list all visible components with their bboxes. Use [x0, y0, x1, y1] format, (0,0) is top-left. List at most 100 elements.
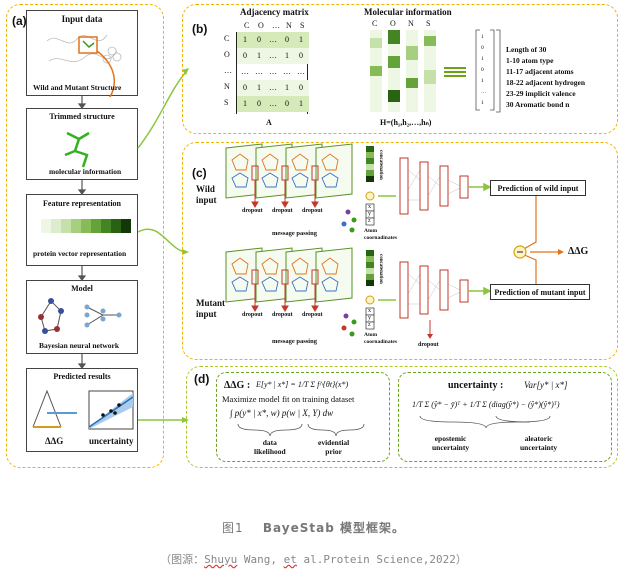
trimmed-structure-box: Trimmed structure molecular information [26, 108, 138, 180]
matrix-cell: 1 [285, 83, 289, 92]
mol-header-n: N [408, 19, 414, 28]
mol-header-c: C [372, 19, 378, 28]
matrix-cell: 1 [243, 35, 247, 44]
aleatoric-label: aleatoric uncertainty [520, 434, 558, 452]
results-plots-icon [32, 389, 134, 430]
matrix-cell: … [283, 67, 291, 76]
figure-source: （图源：Shuyu Wang, et al.Protein Science,20… [0, 551, 627, 567]
row-header-dots: … [224, 66, 232, 75]
mol-header-s: S [426, 19, 431, 28]
vector-entry: 1 [481, 34, 484, 40]
matrix-cell: 1 [243, 99, 247, 108]
h-formula: H=(h₁,h₂,…,hₙ) [380, 118, 432, 127]
legend-line: 1-10 atom type [506, 56, 554, 65]
source-et: et [283, 553, 297, 566]
uncertainty-result-label: uncertainty [89, 436, 134, 446]
vector-entries: 1 0 1 0 1 … 1 [481, 32, 487, 109]
predicted-results-box: Predicted results ΔΔG uncertainty [26, 368, 138, 452]
matrix-cell: 1 [285, 51, 289, 60]
source-prefix: （图源： [160, 553, 205, 566]
molecular-info-label: molecular information [49, 167, 122, 176]
source-author: Shuyu [204, 553, 238, 566]
matrix-cell: 1 [299, 35, 303, 44]
matrix-label: A [266, 118, 272, 127]
variance-formula: Var[y* | x*] [524, 380, 568, 390]
input-data-box: Input data Wild and Mutant Structure [26, 10, 138, 97]
figure-caption: 图1 BayeStab 模型框架。 [0, 519, 627, 536]
matrix-cell: 0 [243, 51, 247, 60]
gradient-vector-icon [41, 219, 131, 233]
matrix-cell: 0 [257, 99, 261, 108]
panel-c [182, 142, 618, 360]
matrix-row: 1 0 … 0 1 [237, 96, 307, 112]
vector-entry: 1 [481, 56, 484, 62]
coord-y: y [368, 211, 371, 217]
row-header-c: C [224, 34, 230, 43]
legend-line: 11-17 adjacent atoms [506, 67, 574, 76]
wild-mutant-label: Wild and Mutant Structure [33, 83, 122, 92]
figure-number: 图1 [222, 521, 244, 535]
matrix-cell: … [269, 35, 277, 44]
col-header-n: N [286, 21, 292, 30]
ddg-output-label: ΔΔG [568, 246, 589, 257]
message-passing-label: message passing [272, 338, 317, 345]
matrix-cell: … [255, 67, 263, 76]
matrix-cell: … [241, 67, 249, 76]
mutant-input-label: Mutant input [196, 298, 225, 319]
vector-entry: 0 [481, 45, 484, 51]
dropout-label: dropout [242, 312, 263, 318]
coord-y: y [368, 315, 371, 321]
integral-formula: ∫ p(y* | x*, w) p(w | X, Y) dw [230, 408, 334, 418]
bnn-label: Bayesian neural network [39, 341, 120, 350]
feature-representation-box: Feature representation protein vector re… [26, 194, 138, 266]
molinfo-title: Molecular information [364, 7, 452, 17]
matrix-cell: 0 [257, 35, 261, 44]
matrix-cell: 1 [257, 83, 261, 92]
panel-d [186, 366, 618, 468]
prediction-mutant-box: Prediction of mutant input [490, 284, 590, 300]
epistemic-label: epostemic uncertainty [432, 434, 470, 452]
matrix-cell: … [269, 67, 277, 76]
row-header-s: S [224, 98, 229, 107]
dropout-label: dropout [272, 312, 293, 318]
col-header-s: S [300, 21, 305, 30]
network-graph-icon [38, 298, 122, 334]
atom-coordinates-label: Atom coornadinates [364, 228, 397, 241]
concatenation-label: concatenation [378, 254, 383, 284]
panel-d-label: (d) [194, 372, 210, 386]
mol-header-o: O [390, 19, 396, 28]
uncertainty-formula-label: uncertainty : [448, 380, 504, 391]
source-mid: Wang, [237, 553, 284, 566]
panel-b [182, 4, 618, 134]
ddg-formula-label: ΔΔG : [224, 380, 251, 391]
figure-caption-text: BayeStab 模型框架。 [262, 521, 405, 535]
message-passing-label: message passing [272, 230, 317, 237]
matrix-row: 0 1 … 1 0 [237, 80, 307, 96]
ddg-formula: E[y* | x*] = 1/T Σ f^{θt}(x*) [256, 380, 349, 389]
matrix-cell: … [297, 67, 305, 76]
ddg-result-label: ΔΔG [45, 436, 64, 446]
adjacency-title: Adjacency matrix [240, 7, 309, 17]
matrix-row: 0 1 … 1 0 [237, 48, 307, 64]
matrix-shading [237, 32, 309, 112]
vector-entry: 1 [481, 78, 484, 84]
panel-a-label: (a) [12, 14, 27, 28]
model-title: Model [71, 284, 93, 293]
panel-b-label: (b) [192, 22, 208, 36]
source-end: al.Protein Science,2022） [296, 553, 467, 566]
matrix-row: … … … … … [237, 64, 307, 80]
dropout-label: dropout [272, 208, 293, 214]
evidential-prior-label: evidential prior [318, 438, 350, 456]
matrix-cell: 0 [285, 35, 289, 44]
trimmed-molecule-icon [64, 131, 90, 168]
protein-vector-label: protein vector representation [33, 249, 127, 258]
col-header-c: C [244, 21, 250, 30]
dropout-label: dropout [418, 342, 439, 348]
concatenation-label: concatenation [378, 150, 383, 180]
vector-entry: 1 [481, 100, 484, 106]
trimmed-title: Trimmed structure [49, 112, 115, 121]
dropout-label: dropout [242, 208, 263, 214]
maximize-text: Maximize model fit on training dataset [222, 394, 355, 404]
prediction-wild-box: Prediction of wild input [490, 180, 586, 196]
epistemic-formula: 1/T Σ (ŷ* − ȳ)ᵀ + 1/T Σ (diag(ŷ*) − (ŷ*)… [412, 400, 560, 409]
